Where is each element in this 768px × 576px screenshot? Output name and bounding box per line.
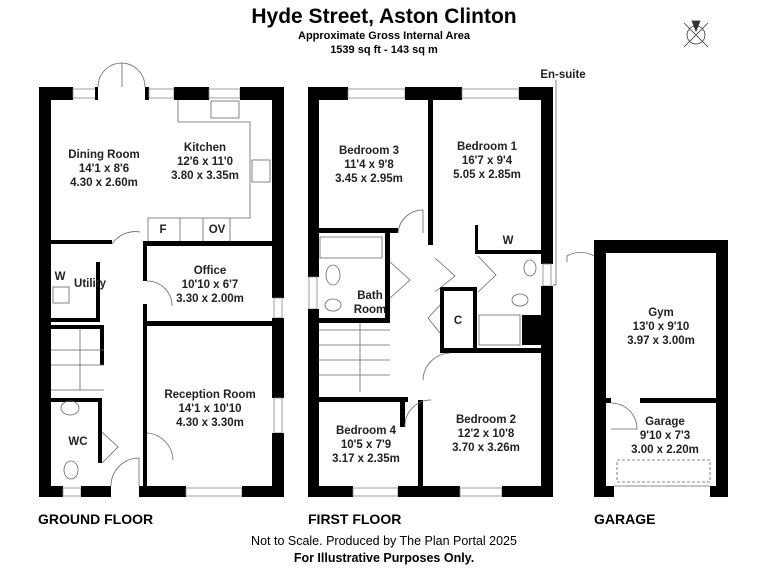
subtitle: Approximate Gross Internal Area	[298, 30, 471, 42]
compass-icon	[683, 20, 709, 48]
garage-label: GARAGE	[594, 511, 655, 527]
gross-area: 1539 sq ft - 143 sq m	[330, 44, 438, 56]
page-title: Hyde Street, Aston Clinton	[251, 5, 516, 28]
first-floor-label: FIRST FLOOR	[308, 511, 401, 527]
room-label: Utility	[74, 278, 107, 290]
fridge-label: F	[159, 224, 166, 236]
cupboard-label: C	[454, 315, 462, 327]
ground-floor-label: GROUND FLOOR	[38, 511, 153, 527]
scale-note: Not to Scale. Produced by The Plan Porta…	[251, 534, 517, 548]
washer-label: W	[55, 271, 66, 283]
disclaimer: For Illustrative Purposes Only.	[294, 551, 474, 565]
wardrobe-label: W	[503, 235, 514, 247]
ensuite-label: En-suite	[540, 69, 585, 81]
oven-label: OV	[209, 224, 226, 236]
room-label: WC	[68, 436, 87, 448]
